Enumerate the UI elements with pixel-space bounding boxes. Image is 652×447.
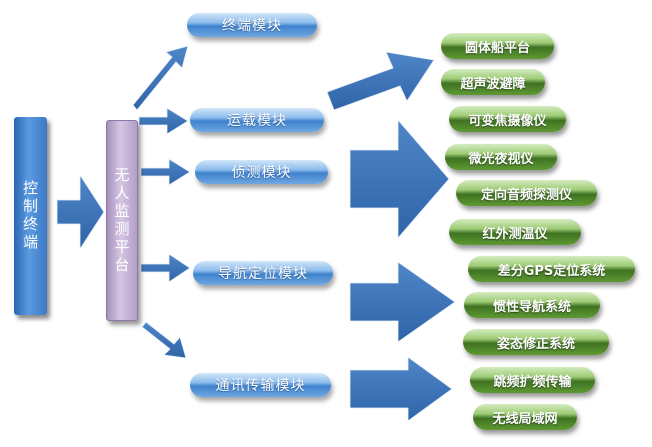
navigation-module-label: 导航定位模块 xyxy=(218,266,308,282)
device-zoom-camera[interactable]: 可变焦摄像仪 xyxy=(449,106,566,132)
control-terminal-box[interactable]: 控制终端 xyxy=(14,117,47,315)
terminal-module[interactable]: 终端模块 xyxy=(187,13,317,37)
device-infrared-thermo-label: 红外测温仪 xyxy=(482,226,548,242)
device-attitude-correct-label: 姿态修正系统 xyxy=(496,336,575,352)
device-attitude-correct[interactable]: 姿态修正系统 xyxy=(463,329,609,355)
arrow-detection-to-devices xyxy=(349,118,450,240)
communication-module[interactable]: 通讯传输模块 xyxy=(190,373,331,397)
detection-module-label: 侦测模块 xyxy=(231,165,292,181)
terminal-module-label: 终端模块 xyxy=(222,18,282,34)
device-inertial-nav-label: 惯性导航系统 xyxy=(492,299,571,315)
arrow-to-navigation-module xyxy=(140,253,191,283)
control-terminal-label: 控制终端 xyxy=(21,180,39,252)
device-night-vision-label: 微光夜视仪 xyxy=(468,151,534,167)
arrow-to-carrier-module xyxy=(138,107,189,135)
monitoring-platform-box[interactable]: 无人监测平台 xyxy=(106,120,138,321)
arrow-to-detection-module xyxy=(140,158,191,186)
device-freq-hopping[interactable]: 跳频扩频传输 xyxy=(470,367,595,393)
arrow-navigation-to-devices xyxy=(349,261,456,343)
device-wlan-label: 无线局域网 xyxy=(492,411,558,427)
device-ultrasonic-label: 超声波避障 xyxy=(460,76,526,92)
device-round-boat[interactable]: 圆体船平台 xyxy=(441,33,554,59)
arrow-carrier-to-devices xyxy=(326,51,435,111)
device-infrared-thermo[interactable]: 红外测温仪 xyxy=(449,219,581,245)
device-zoom-camera-label: 可变焦摄像仪 xyxy=(468,113,547,129)
communication-module-label: 通讯传输模块 xyxy=(215,378,306,394)
carrier-module[interactable]: 运载模块 xyxy=(190,108,324,132)
device-round-boat-label: 圆体船平台 xyxy=(464,40,530,56)
arrow-communication-to-devices xyxy=(349,356,453,422)
device-dgps[interactable]: 差分GPS定位系统 xyxy=(468,256,635,282)
detection-module[interactable]: 侦测模块 xyxy=(195,160,328,184)
device-dgps-label: 差分GPS定位系统 xyxy=(497,263,606,279)
device-sound-detector-label: 定向音频探测仪 xyxy=(480,187,572,203)
device-ultrasonic[interactable]: 超声波避障 xyxy=(441,69,545,95)
arrow-to-communication-module xyxy=(141,321,187,359)
monitoring-platform-label: 无人监测平台 xyxy=(112,166,131,275)
navigation-module[interactable]: 导航定位模块 xyxy=(193,261,333,285)
device-sound-detector[interactable]: 定向音频探测仪 xyxy=(456,180,597,206)
device-freq-hopping-label: 跳频扩频传输 xyxy=(493,374,572,390)
arrow-terminal-to-platform xyxy=(56,173,105,251)
device-inertial-nav[interactable]: 惯性导航系统 xyxy=(464,292,600,318)
device-night-vision[interactable]: 微光夜视仪 xyxy=(445,144,557,170)
carrier-module-label: 运载模块 xyxy=(227,113,287,129)
arrow-to-terminal-module xyxy=(132,45,189,111)
device-wlan[interactable]: 无线局域网 xyxy=(473,404,577,430)
